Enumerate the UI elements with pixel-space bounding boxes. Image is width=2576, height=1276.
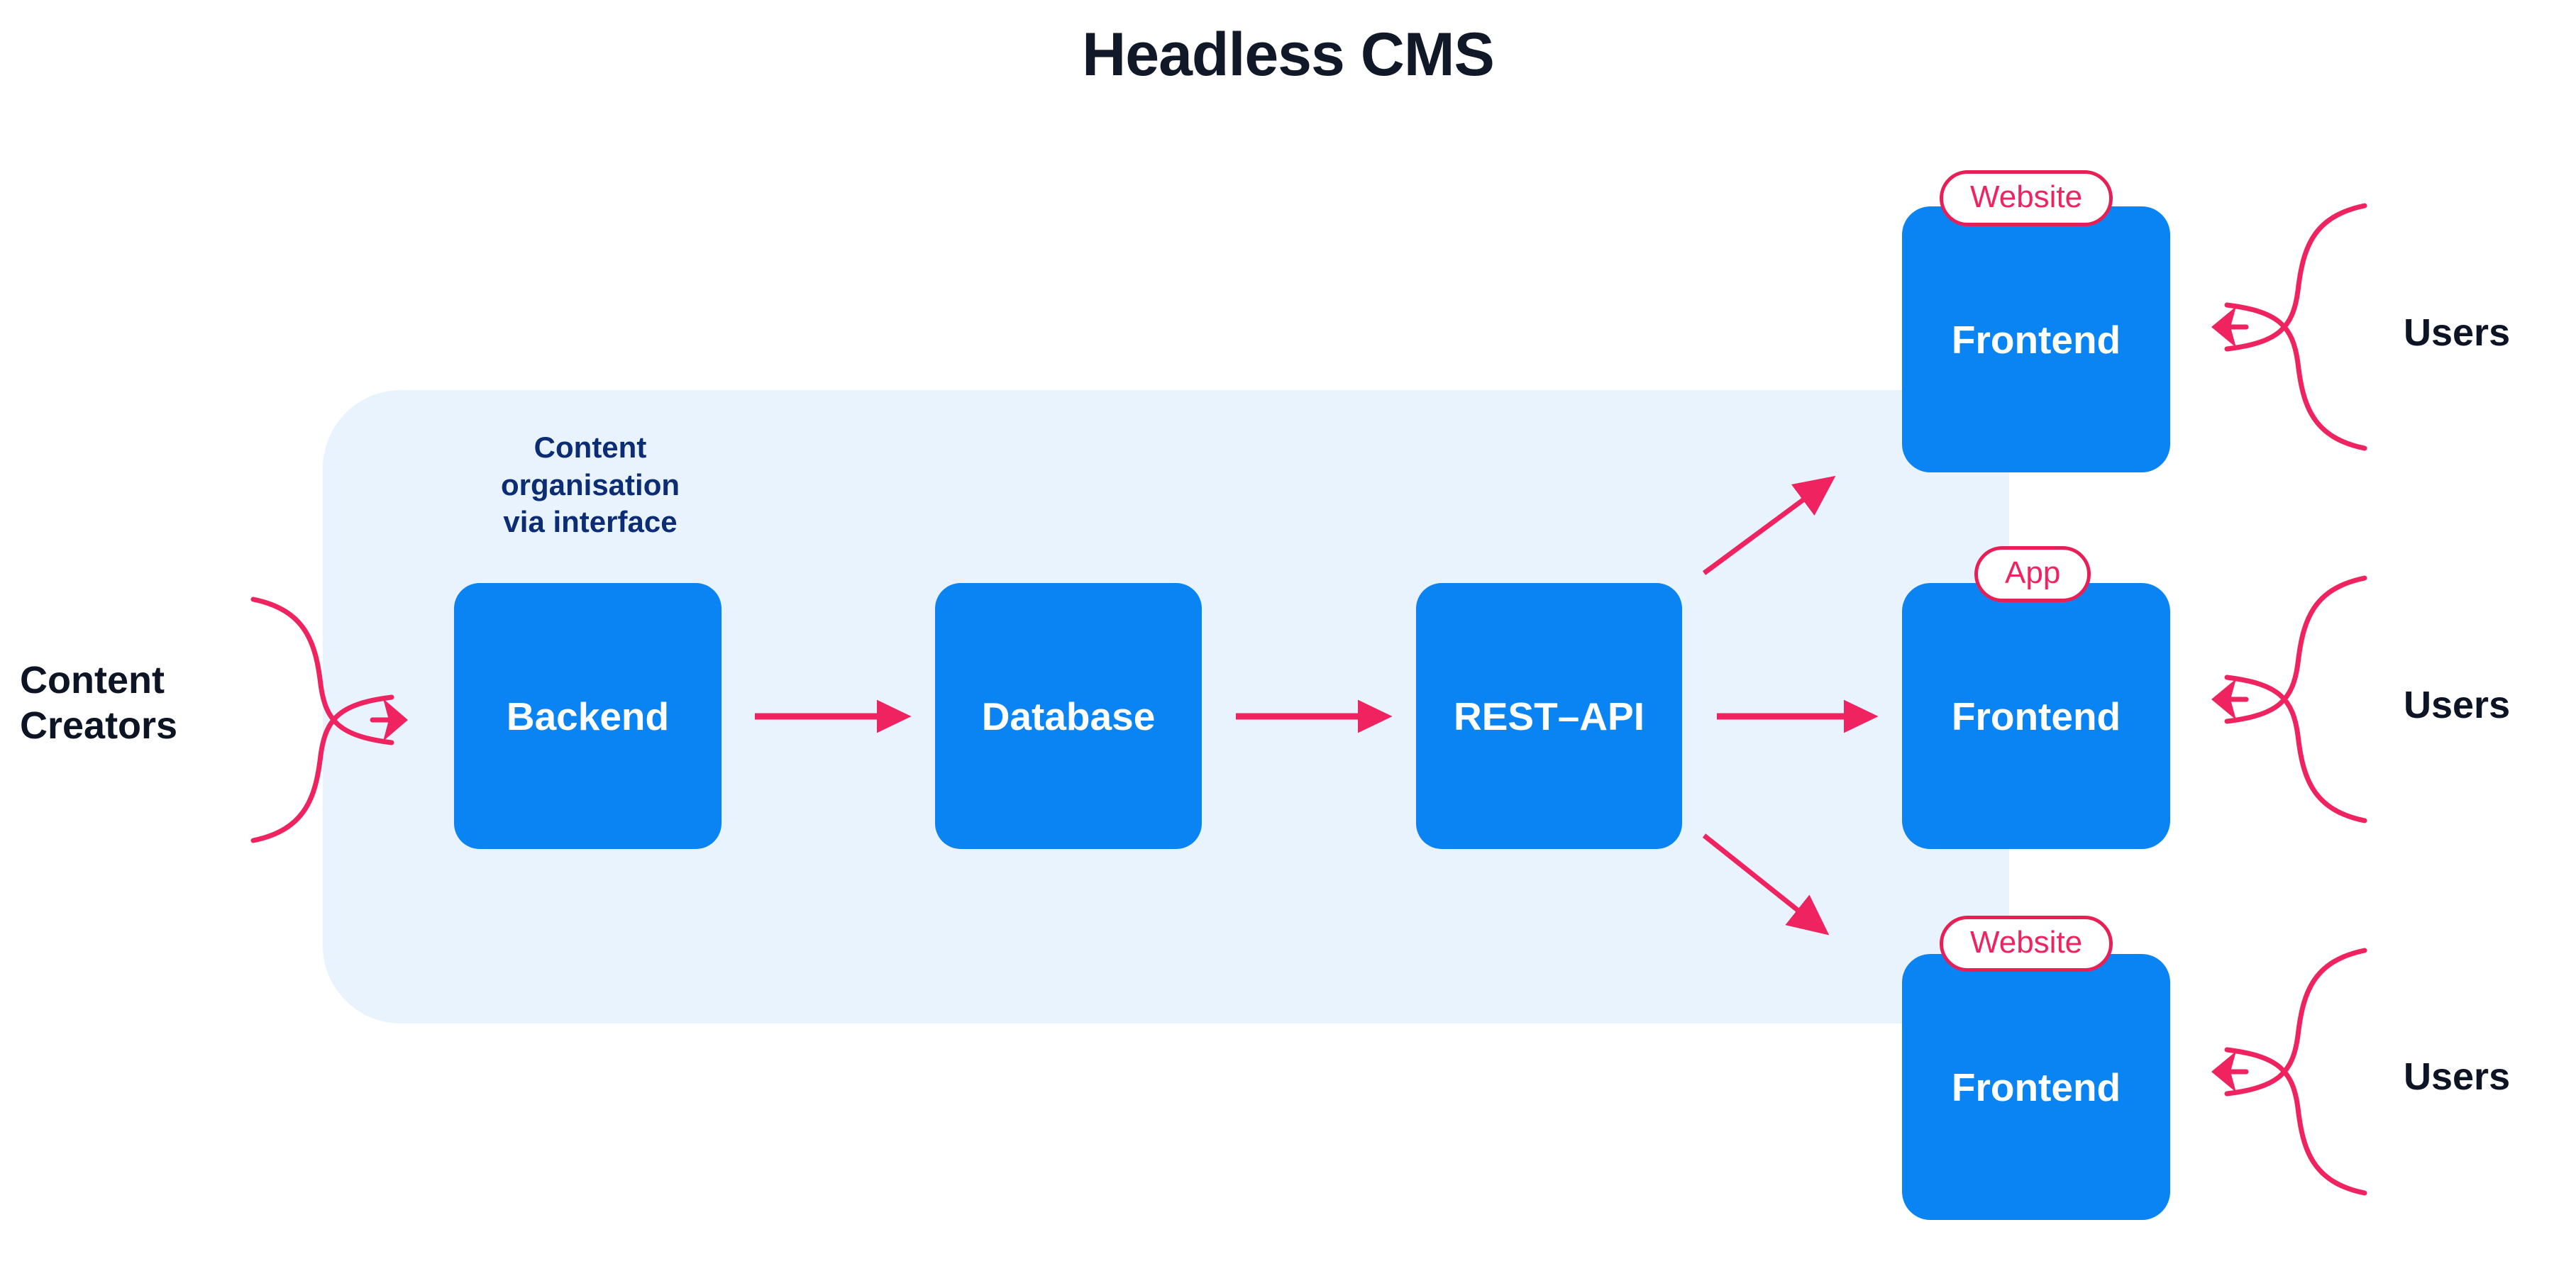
label-users-middle: Users bbox=[2404, 684, 2511, 726]
badge-app-middle[interactable]: App bbox=[1974, 546, 2091, 602]
label-content-creators: Content Creators bbox=[20, 658, 233, 748]
node-rest-api[interactable]: REST–API bbox=[1416, 583, 1682, 849]
node-database[interactable]: Database bbox=[935, 583, 1202, 849]
label-content-creators-line1: Content bbox=[20, 659, 165, 701]
node-frontend-app-middle[interactable]: Frontend bbox=[1902, 583, 2170, 849]
label-users-top: Users bbox=[2404, 311, 2511, 354]
node-frontend-website-bottom[interactable]: Frontend bbox=[1902, 954, 2170, 1220]
badge-website-bottom[interactable]: Website bbox=[1940, 916, 2113, 972]
node-frontend-website-top[interactable]: Frontend bbox=[1902, 206, 2170, 472]
brace-arrow-users-bottom bbox=[2211, 948, 2367, 1196]
badge-website-top[interactable]: Website bbox=[1940, 170, 2113, 226]
node-backend[interactable]: Backend bbox=[454, 583, 722, 849]
brace-arrow-users-middle bbox=[2211, 575, 2367, 823]
label-users-bottom: Users bbox=[2404, 1055, 2511, 1098]
page-title: Headless CMS bbox=[1082, 21, 1495, 89]
content-organisation-note: Content organisation via interface bbox=[500, 431, 680, 538]
brace-arrow-users-top bbox=[2211, 203, 2367, 451]
label-content-creators-line2: Creators bbox=[20, 704, 178, 747]
